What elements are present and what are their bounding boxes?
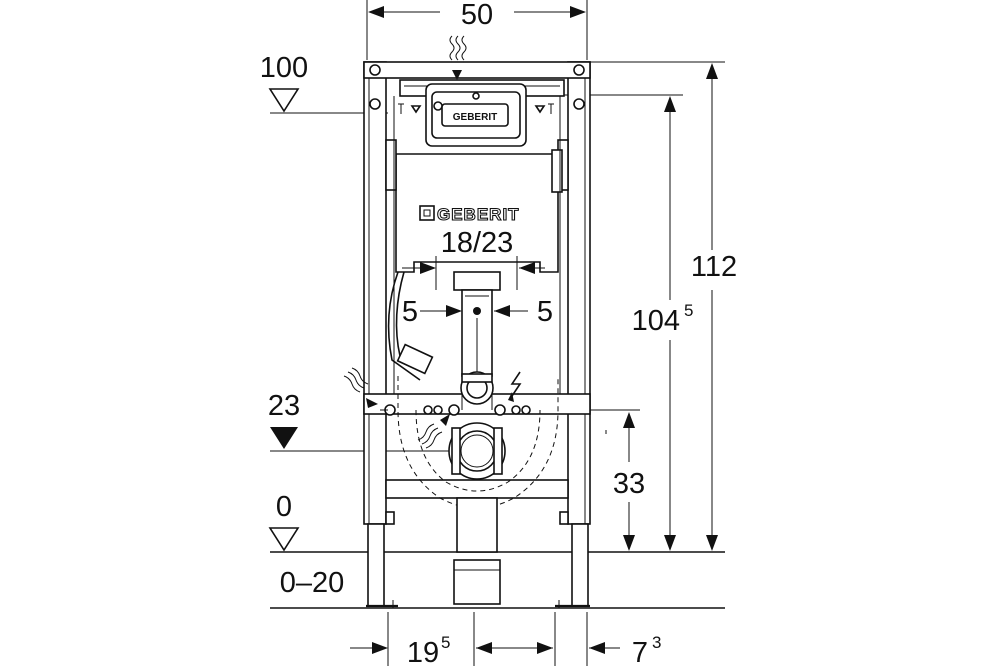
frame-depth-label: 19 bbox=[407, 637, 439, 666]
frame-depth-sup: 5 bbox=[441, 633, 450, 652]
offset-right-label: 5 bbox=[537, 296, 553, 328]
outlet-bend bbox=[417, 414, 607, 605]
level-label-outlet: 23 bbox=[268, 390, 300, 422]
foot-depth-sup: 3 bbox=[652, 633, 661, 652]
level-markers: 100 23 0 0–20 bbox=[260, 52, 725, 609]
offset-left-label: 5 bbox=[402, 296, 418, 328]
level-triangle-floor bbox=[268, 527, 300, 552]
depth-dimensions: 19 5 7 3 bbox=[350, 612, 661, 666]
level-triangle-actuator bbox=[268, 88, 300, 113]
mounting-frame bbox=[363, 61, 591, 608]
height-actuator-sup: 5 bbox=[684, 301, 693, 320]
width-dimension: 50 bbox=[366, 0, 588, 60]
geberit-logo: GEBERIT bbox=[419, 204, 520, 225]
width-label: 50 bbox=[461, 0, 493, 31]
pipe-spacing-dimension: 18/23 bbox=[402, 227, 545, 290]
flush-pipe: 5 5 bbox=[343, 271, 553, 416]
height-outlet-label: 33 bbox=[613, 468, 645, 500]
brand-name: GEBERIT bbox=[437, 205, 520, 224]
plate-brand-text: GEBERIT bbox=[453, 112, 497, 123]
level-triangle-outlet bbox=[270, 427, 298, 449]
height-total-label: 112 bbox=[691, 251, 737, 283]
level-label-floor: 0 bbox=[276, 491, 292, 523]
height-dimensions: 112 104 5 33 bbox=[520, 61, 737, 551]
level-label-actuator: 100 bbox=[260, 52, 308, 84]
foot-depth-label: 7 bbox=[632, 637, 648, 666]
pipe-spacing-label: 18/23 bbox=[441, 227, 514, 259]
level-label-foot-range: 0–20 bbox=[280, 567, 345, 599]
height-actuator-label: 104 bbox=[632, 305, 680, 337]
actuator-plate: GEBERIT bbox=[398, 35, 554, 147]
